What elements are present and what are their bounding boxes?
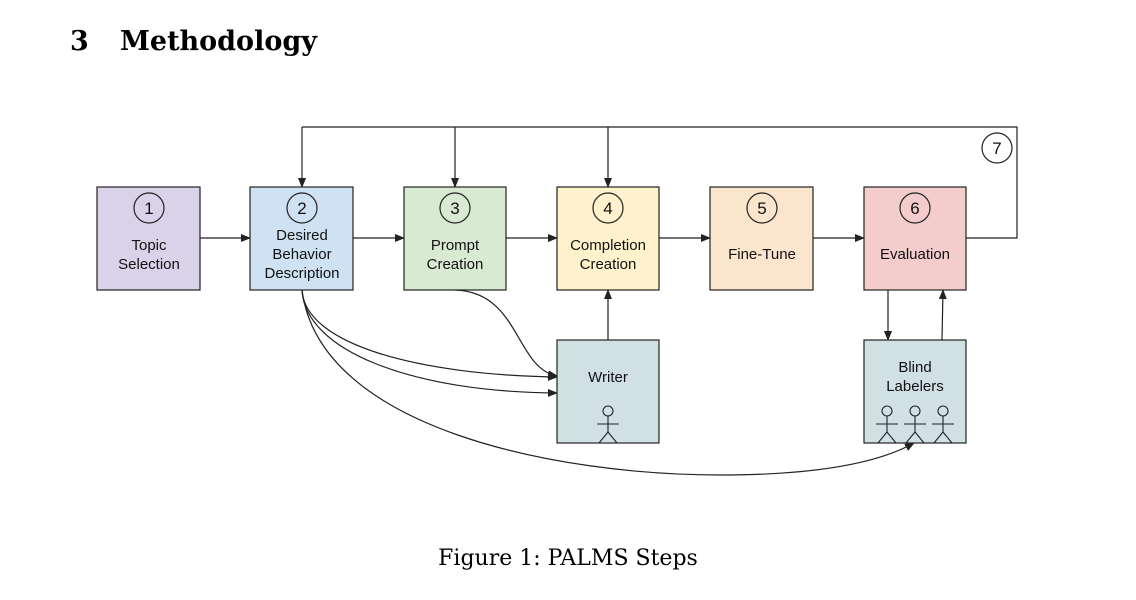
step-5-number: 5 <box>757 199 766 218</box>
step-6-number: 6 <box>910 199 919 218</box>
step-5-number-circle <box>746 192 778 224</box>
step-2-number-circle <box>286 192 318 224</box>
step-box-1: 1 Topic Selection <box>96 186 201 291</box>
labeler-person-icon-1 <box>876 405 898 444</box>
labeler-person-icon-3 <box>932 405 954 444</box>
connectors <box>200 126 1018 476</box>
step-4-number-circle <box>592 192 624 224</box>
writer-box: Writer <box>556 339 660 444</box>
step-box-6-rect <box>863 186 967 291</box>
writer-person-icon <box>597 405 619 444</box>
figure-caption: Figure 1: PALMS Steps <box>438 546 698 571</box>
blind-labelers-label-line-1: Blind <box>898 359 931 376</box>
step-box-3: 3 Prompt Creation <box>403 186 507 291</box>
step-6-label-line-1: Evaluation <box>880 246 950 263</box>
step-2-number: 2 <box>297 199 306 218</box>
section-number: 3 <box>70 26 89 57</box>
arrow-labelers-to-6 <box>938 289 947 341</box>
step-4-label-line-1: Completion <box>570 237 646 254</box>
step-box-6: 6 Evaluation <box>863 186 967 291</box>
step-6-number-circle <box>899 192 931 224</box>
step-2-label-line-1: Desired <box>276 227 328 244</box>
step-3-label-line-2: Creation <box>427 256 484 273</box>
section-title: Methodology <box>120 26 317 57</box>
step-3-number: 3 <box>450 199 459 218</box>
blind-labelers-box: Blind Labelers <box>863 339 967 444</box>
curve-3-to-writer <box>454 289 558 379</box>
step-1-label-line-1: Topic <box>131 237 167 254</box>
step-5-label-line-1: Fine-Tune <box>728 246 796 263</box>
step-2-label-line-2: Behavior <box>272 246 331 263</box>
step-7-number-circle <box>981 132 1013 164</box>
step-box-4-rect <box>556 186 660 291</box>
section-heading: 3 Methodology <box>70 26 317 57</box>
step-4-label-line-2: Creation <box>580 256 637 273</box>
step-box-2-rect <box>249 186 354 291</box>
labeler-person-icon-2 <box>904 405 926 444</box>
step-1-number-circle <box>133 192 165 224</box>
step-3-number-circle <box>439 192 471 224</box>
step-1-number: 1 <box>144 199 153 218</box>
step-3-label-line-1: Prompt <box>431 237 480 254</box>
step-box-2: 2 Desired Behavior Description <box>249 186 354 291</box>
curve-2-to-writer-upper <box>301 289 558 381</box>
blind-labelers-label-line-2: Labelers <box>886 378 944 395</box>
step-box-5-rect <box>709 186 814 291</box>
step-4-number: 4 <box>603 199 612 218</box>
step-box-1-rect <box>96 186 201 291</box>
loop-line <box>302 126 1018 239</box>
step-box-5: 5 Fine-Tune <box>709 186 814 291</box>
step-1-label-line-2: Selection <box>118 256 180 273</box>
step-2-label-line-3: Description <box>264 265 339 282</box>
writer-label-line-1: Writer <box>588 369 628 386</box>
step-7-loop-marker: 7 <box>981 132 1013 164</box>
step-7-number: 7 <box>992 139 1001 158</box>
step-box-4: 4 Completion Creation <box>556 186 660 291</box>
curve-2-to-writer-lower <box>301 289 558 397</box>
step-box-3-rect <box>403 186 507 291</box>
curve-2-to-labelers <box>301 289 915 476</box>
